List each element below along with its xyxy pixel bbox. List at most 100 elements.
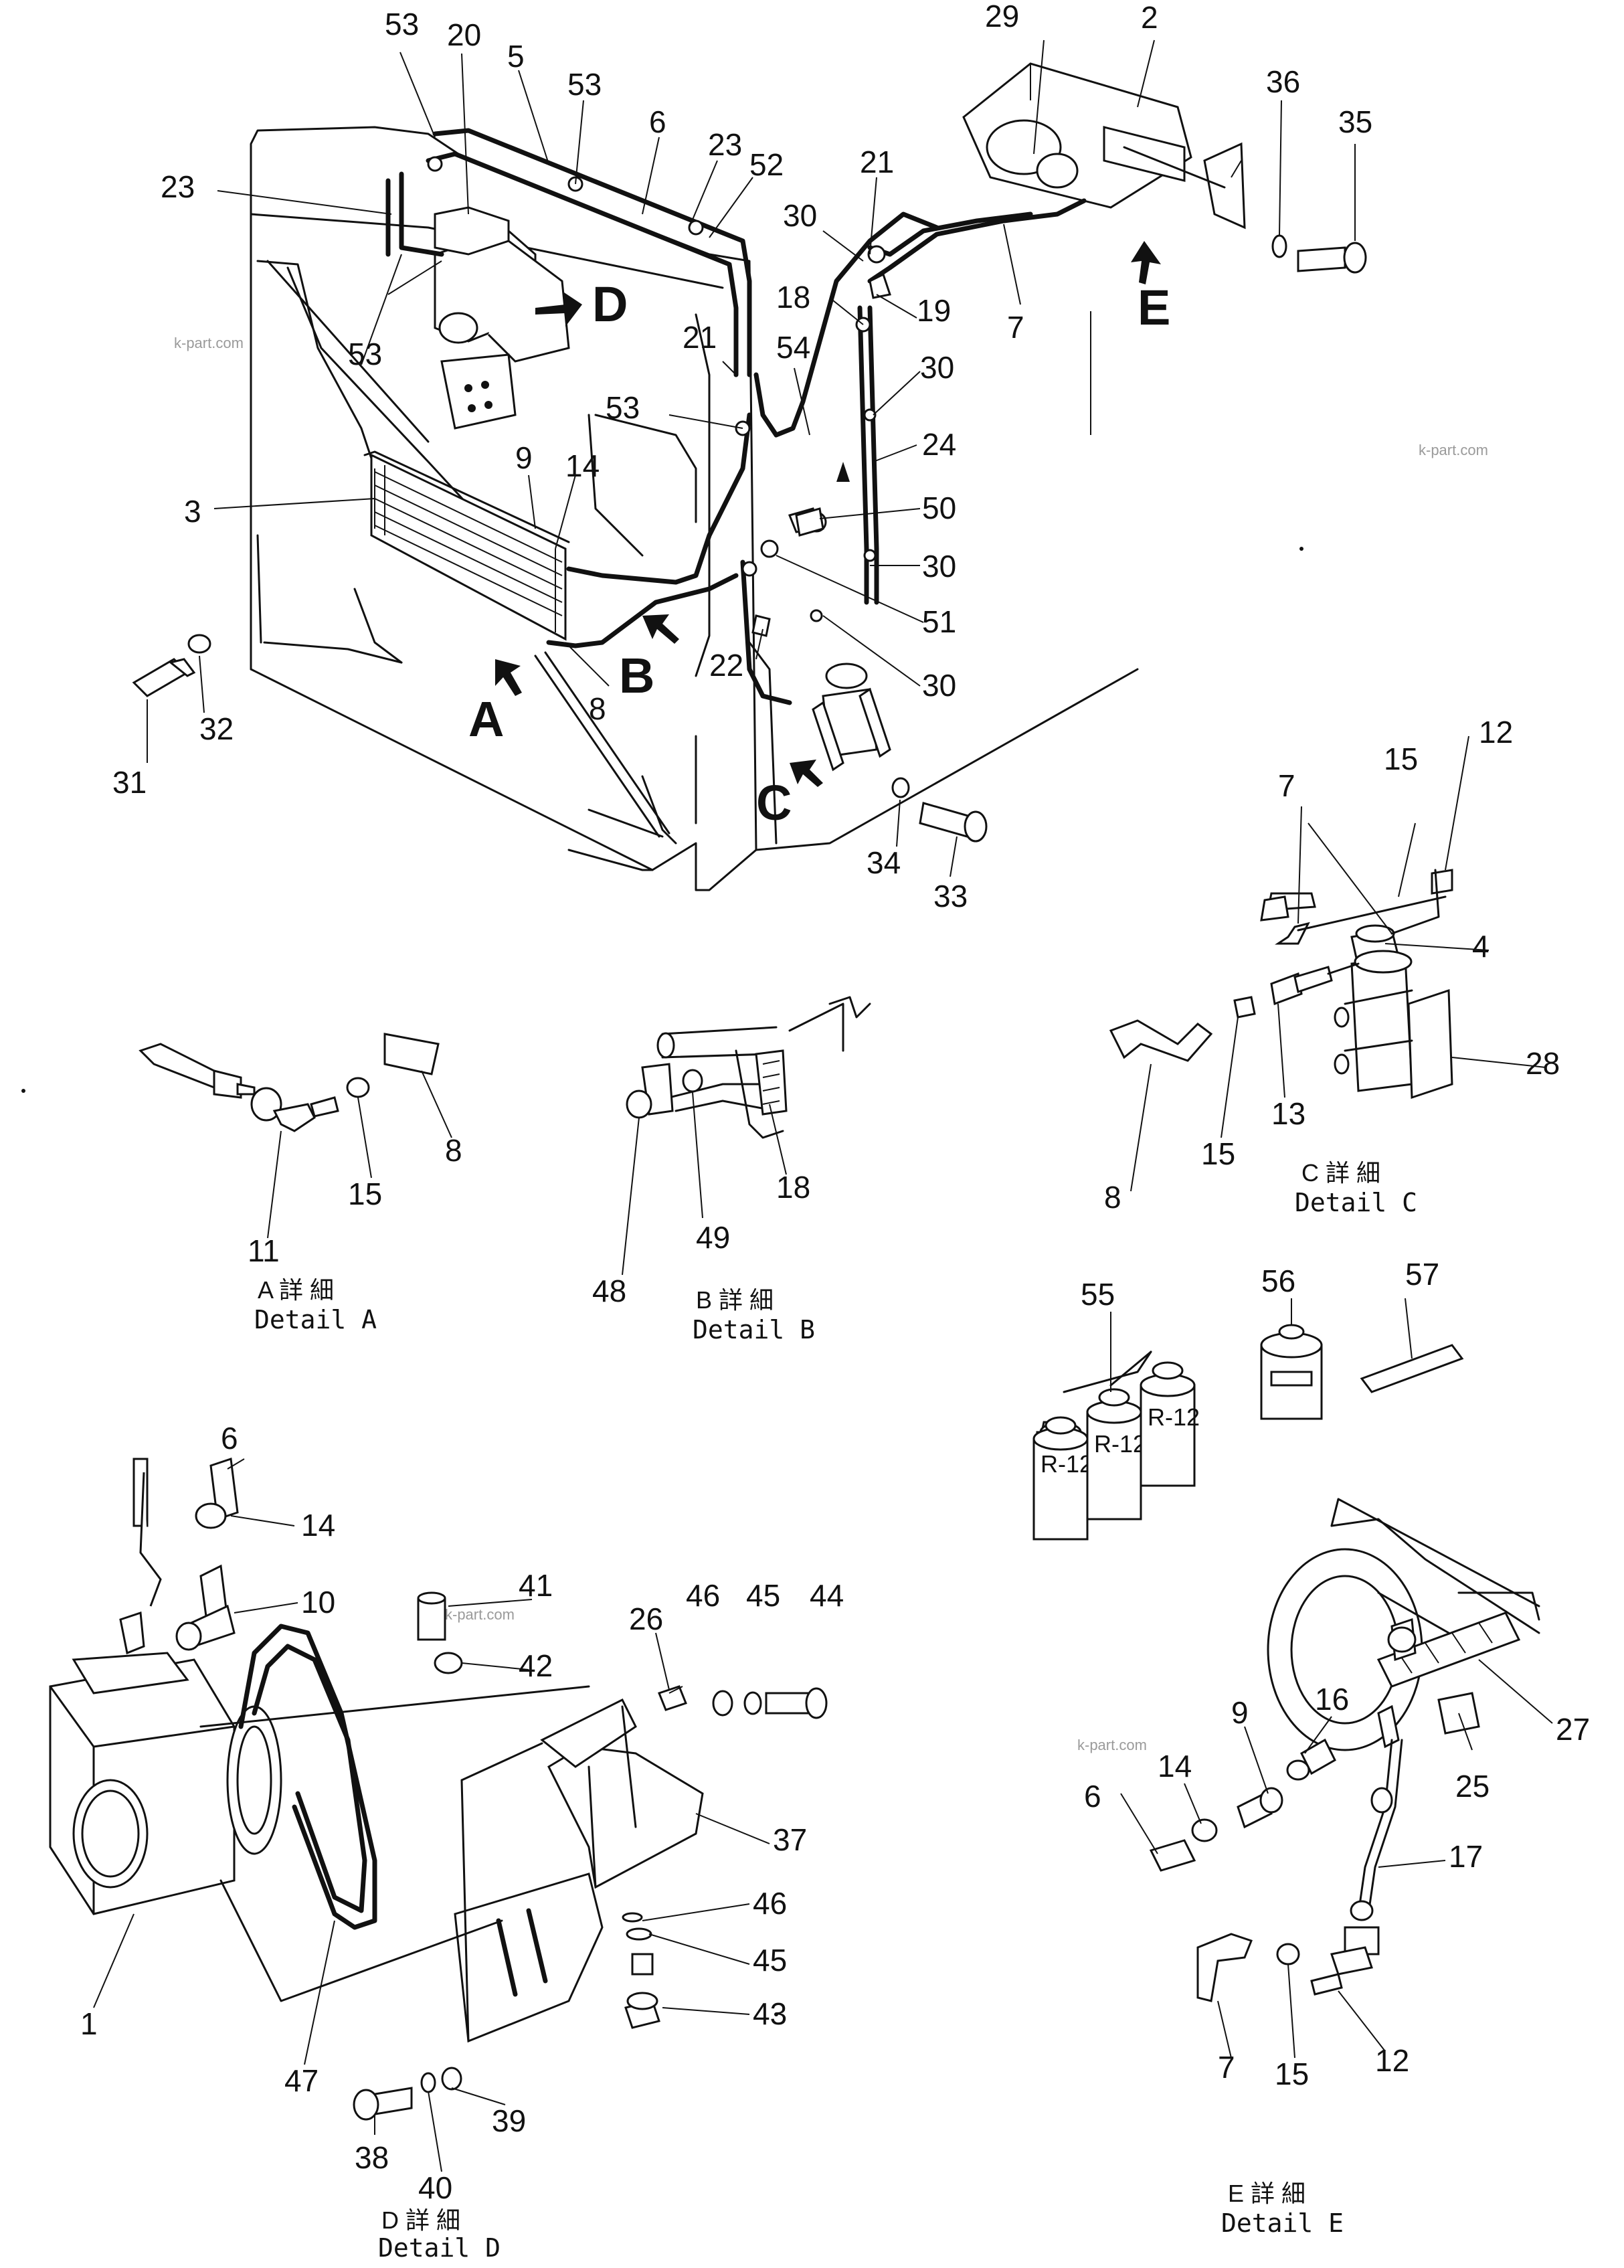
detail-a-drawing xyxy=(139,1033,452,1239)
callout: 30 xyxy=(922,668,956,703)
callout: 5 xyxy=(507,39,525,74)
bolt-33 xyxy=(891,777,988,843)
callout: 9 xyxy=(515,440,533,475)
compressor-top xyxy=(434,206,570,430)
label-plate-57 xyxy=(1360,1298,1464,1393)
leader-lines-a xyxy=(267,1070,452,1239)
detail-b-drawing xyxy=(622,996,871,1276)
callout: 4 xyxy=(1472,929,1490,964)
callout: 17 xyxy=(1449,1839,1483,1874)
callout: 53 xyxy=(385,7,419,41)
bottle-label-b: R-12 xyxy=(1094,1430,1146,1458)
callout: 15 xyxy=(1384,742,1418,776)
callout: 7 xyxy=(1218,2050,1235,2085)
watermark: k-part.com xyxy=(1077,1737,1147,1753)
leader-lines-d xyxy=(93,1458,790,2172)
callout: 28 xyxy=(1526,1046,1560,1081)
callout: 15 xyxy=(1275,2057,1309,2091)
callout: 51 xyxy=(922,604,956,639)
callout: 24 xyxy=(922,427,956,462)
callout: 50 xyxy=(922,491,956,525)
watermark: k-part.com xyxy=(174,335,244,351)
callout: 27 xyxy=(1556,1712,1590,1747)
callout: 16 xyxy=(1315,1682,1349,1717)
callout: 11 xyxy=(248,1233,280,1268)
callout: 32 xyxy=(199,711,234,746)
main-assembly xyxy=(132,39,1367,891)
callout: 54 xyxy=(776,330,810,365)
callout: 52 xyxy=(749,147,784,182)
callout: 19 xyxy=(917,293,951,328)
detail-e-drawing xyxy=(1120,1498,1553,2059)
callout: 30 xyxy=(783,198,817,233)
evaporator-unit xyxy=(962,62,1246,230)
callout: 45 xyxy=(753,1943,787,1978)
callout: 15 xyxy=(348,1176,382,1211)
caption-d-jp: D 詳 細 xyxy=(381,2206,460,2234)
detail-captions: A 詳 細 Detail A B 詳 細 Detail B C 詳 細 Deta… xyxy=(254,1159,1417,2263)
caption-a-en: Detail A xyxy=(254,1305,377,1334)
caption-e-jp: E 詳 細 xyxy=(1228,2180,1305,2207)
arrow-e-icon xyxy=(1131,241,1161,284)
callout: 47 xyxy=(284,2063,319,2098)
callout: 35 xyxy=(1338,104,1372,139)
callout: 15 xyxy=(1201,1136,1235,1171)
leader-lines-b xyxy=(622,1092,787,1276)
callout: 14 xyxy=(1158,1749,1192,1783)
detail-letter-a: A xyxy=(468,691,504,747)
callout: 8 xyxy=(1104,1180,1121,1215)
callout: 30 xyxy=(920,350,954,385)
callout: 7 xyxy=(1278,768,1295,803)
callout-labels: 53 20 5 53 6 23 52 23 53 21 54 53 9 14 3… xyxy=(80,0,1590,2205)
callout: 21 xyxy=(860,145,894,179)
callout: 46 xyxy=(686,1578,720,1613)
watermark: k-part.com xyxy=(1419,442,1488,458)
callout: 7 xyxy=(1007,310,1024,345)
caption-c-en: Detail C xyxy=(1295,1188,1417,1217)
callout: 37 xyxy=(773,1822,807,1857)
bolt-50 xyxy=(795,507,824,537)
callout: 22 xyxy=(709,648,743,683)
callout: 25 xyxy=(1455,1769,1490,1804)
callout: 53 xyxy=(567,67,602,102)
callout: 6 xyxy=(649,104,666,139)
callout: 38 xyxy=(355,2140,389,2175)
callout: 53 xyxy=(348,337,382,371)
callout: 18 xyxy=(776,1170,810,1205)
callout: 12 xyxy=(1479,715,1513,750)
bottle-label-c: R-12 xyxy=(1148,1403,1200,1431)
detail-letter-e: E xyxy=(1138,280,1170,335)
callout: 2 xyxy=(1141,0,1158,35)
detail-d-drawing xyxy=(49,1457,828,2172)
leader-lines-main xyxy=(147,39,1356,877)
leader-lines-e xyxy=(1120,1659,1553,2059)
arrow-a-icon xyxy=(495,659,522,696)
caption-b-en: Detail B xyxy=(693,1315,815,1344)
caption-e-en: Detail E xyxy=(1221,2208,1344,2238)
callout: 23 xyxy=(161,169,195,204)
callout: 29 xyxy=(985,0,1019,33)
callout: 26 xyxy=(629,1601,663,1636)
detail-c-drawing xyxy=(1109,735,1546,1192)
callout: 1 xyxy=(80,2006,98,2041)
callout: 48 xyxy=(592,1274,626,1308)
arrow-b-icon xyxy=(642,614,679,644)
bolt-35 xyxy=(1271,234,1367,274)
arrow-d-icon xyxy=(535,291,582,327)
callout: 56 xyxy=(1261,1263,1295,1298)
caption-d-en: Detail D xyxy=(378,2233,501,2263)
callout: 42 xyxy=(519,1648,553,1683)
callout: 14 xyxy=(565,448,600,483)
bolt-31 xyxy=(132,634,211,697)
callout: 3 xyxy=(184,494,201,529)
leader-lines-c xyxy=(1130,735,1546,1192)
callout: 6 xyxy=(221,1421,238,1456)
detail-letter-d: D xyxy=(592,276,628,332)
callout: 20 xyxy=(447,17,481,52)
refrigerant-bottles: R-12 R-12 R-12 xyxy=(1032,1312,1200,1541)
callout: 57 xyxy=(1405,1257,1439,1292)
receiver-56-drawing xyxy=(1260,1298,1323,1420)
arrow-c-icon xyxy=(790,760,823,787)
watermarks: k-part.com k-part.com k-part.com k-part.… xyxy=(174,335,1488,1753)
callout: 33 xyxy=(933,879,968,913)
